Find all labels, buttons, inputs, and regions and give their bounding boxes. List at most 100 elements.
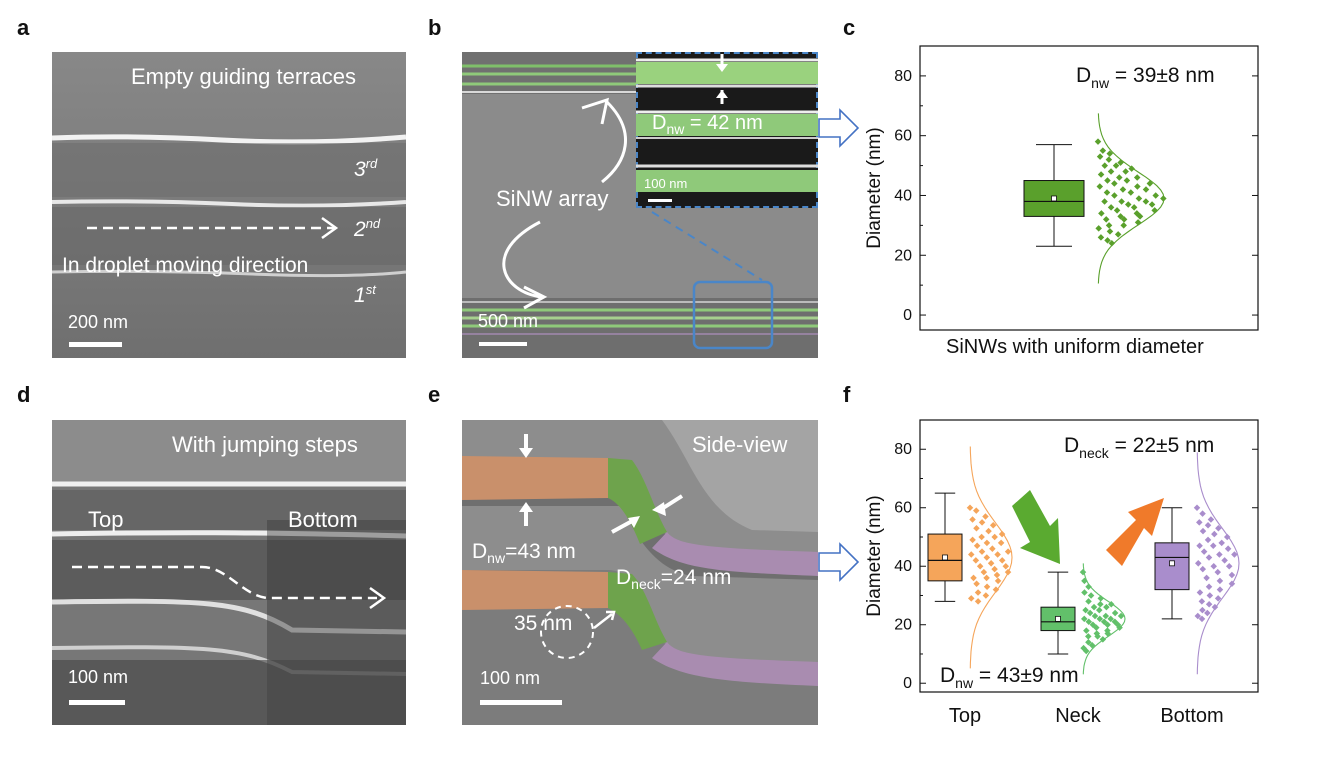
data-point: [1097, 171, 1105, 178]
data-point: [993, 571, 1001, 579]
inset-graphic: [636, 54, 818, 202]
data-point: [1085, 633, 1092, 640]
y-tick-label: 40: [894, 187, 912, 204]
data-point: [987, 560, 995, 567]
data-point: [983, 539, 991, 547]
data-point: [1127, 189, 1135, 196]
data-point: [1111, 609, 1119, 617]
data-point: [968, 595, 975, 602]
mean-marker: [1051, 195, 1057, 202]
data-point: [1083, 627, 1090, 634]
data-point: [1195, 560, 1202, 567]
data-point: [1081, 589, 1088, 596]
data-point: [1205, 583, 1213, 590]
panel-label-e: e: [428, 382, 441, 407]
box-iqr: [1154, 542, 1190, 591]
data-point: [1211, 530, 1218, 538]
sem-image-d: With jumping steps Top Bottom 100 nm: [52, 420, 406, 725]
data-point: [982, 592, 990, 599]
data-point: [1105, 222, 1113, 229]
data-point: [1097, 601, 1104, 608]
data-point: [1118, 198, 1125, 205]
data-point: [1102, 216, 1110, 223]
data-point: [1199, 510, 1206, 517]
dneck-annotation-f: Dneck = 22±5 nm: [1064, 434, 1214, 461]
y-tick-label: 80: [894, 441, 912, 458]
data-point: [1108, 240, 1116, 247]
data-point: [1218, 539, 1225, 547]
panel-label-a: a: [17, 15, 30, 40]
data-point: [1196, 589, 1204, 596]
top-label: Top: [88, 507, 124, 532]
y-tick-label: 80: [894, 68, 912, 85]
data-point: [1216, 551, 1223, 558]
data-point: [1205, 554, 1213, 561]
data-point: [1116, 174, 1123, 181]
terrace-1-label: 1st: [354, 282, 376, 307]
distribution-curve: [1097, 113, 1165, 284]
data-point: [1196, 519, 1203, 526]
data-point: [1214, 568, 1221, 576]
link-arrow-bc: [818, 108, 860, 148]
sem-image-a: Empty guiding terraces 3rd 2nd 1st In dr…: [52, 52, 406, 358]
data-point: [1096, 183, 1104, 190]
increase-arrow: [1106, 498, 1164, 566]
decrease-arrow: [1012, 490, 1060, 564]
data-point: [994, 551, 1001, 558]
data-point: [1228, 571, 1236, 579]
data-point: [1199, 565, 1207, 573]
data-point: [1204, 522, 1212, 529]
y-tick-label: 20: [894, 247, 912, 264]
data-point: [1104, 177, 1111, 184]
x-tick-label: Bottom: [1160, 705, 1223, 727]
data-point: [966, 504, 974, 511]
data-point: [994, 577, 1002, 585]
data-point: [1130, 204, 1138, 211]
data-point: [969, 516, 976, 523]
chart-c-caption: SiNWs with uniform diameter: [946, 336, 1204, 358]
data-point: [1124, 201, 1132, 208]
dneck-label-e: Dneck=24 nm: [616, 566, 732, 593]
data-point: [991, 565, 998, 573]
data-point: [1200, 548, 1208, 555]
data-point: [1142, 198, 1150, 205]
y-tick-label: 0: [903, 675, 912, 692]
data-point: [1099, 147, 1107, 154]
data-point: [973, 580, 980, 588]
data-point: [985, 527, 992, 535]
data-point: [1119, 186, 1127, 193]
x-tick-label: Neck: [1055, 705, 1102, 727]
data-point: [1103, 189, 1111, 196]
data-point: [1094, 138, 1102, 145]
data-point: [1095, 225, 1102, 232]
data-point: [1113, 207, 1121, 214]
data-point: [1199, 606, 1206, 614]
distribution-curve: [1082, 563, 1126, 675]
data-point: [1193, 504, 1201, 511]
data-point: [1091, 612, 1099, 620]
array-label: SiNW array: [496, 186, 609, 211]
y-tick-label: 0: [903, 307, 912, 324]
plot-frame: [919, 419, 1259, 693]
data-point: [1133, 174, 1141, 181]
data-point: [1135, 195, 1143, 202]
data-point: [1002, 562, 1010, 570]
data-point: [973, 542, 981, 550]
direction-label: In droplet moving direction: [62, 254, 309, 277]
data-point: [1206, 592, 1214, 599]
scale-label-d: 100 nm: [68, 667, 129, 687]
data-point: [1114, 231, 1122, 238]
data-point: [1224, 545, 1232, 552]
data-point: [1104, 621, 1111, 628]
data-point: [1199, 527, 1207, 535]
data-point: [1216, 577, 1224, 585]
sem-image-e: Side-view Dnw=43 nm Dneck=24 nm 35 nm 10…: [462, 420, 818, 725]
data-point: [972, 557, 980, 564]
data-point: [1207, 516, 1215, 523]
data-point: [1120, 222, 1127, 229]
data-point: [1096, 606, 1103, 614]
panel-d-title: With jumping steps: [172, 432, 358, 457]
y-axis-label: Diameter (nm): [864, 127, 885, 248]
scale-label-a: 200 nm: [68, 312, 129, 332]
